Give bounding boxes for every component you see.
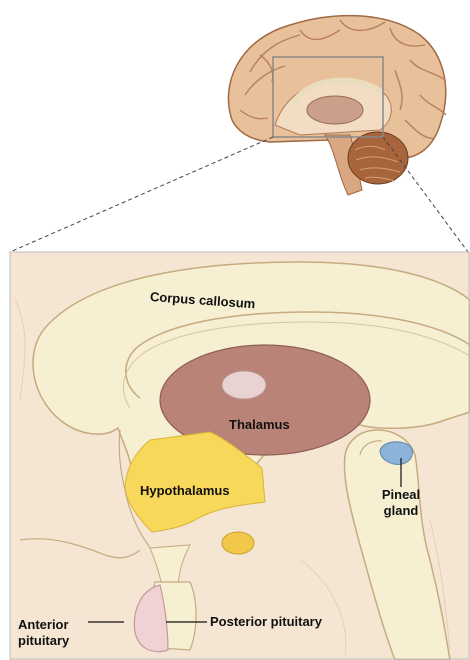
enlarged-section: [10, 252, 470, 660]
label-anterior-line1: Anterior: [18, 617, 69, 633]
label-anterior-pituitary: Anterior pituitary: [18, 617, 69, 649]
mammillary-body: [222, 532, 254, 554]
label-pineal-gland: Pineal gland: [375, 487, 427, 519]
label-pineal-line1: Pineal: [375, 487, 427, 503]
label-thalamus: Thalamus: [229, 417, 290, 433]
thalamus-center: [222, 371, 266, 399]
zoom-guide-right: [383, 137, 468, 252]
label-posterior-pituitary: Posterior pituitary: [210, 614, 322, 630]
label-pineal-line2: gland: [375, 503, 427, 519]
label-hypothalamus: Hypothalamus: [140, 483, 230, 499]
zoom-guide-left: [10, 137, 273, 252]
thumb-thalamus: [307, 96, 363, 124]
cerebellum: [348, 132, 408, 184]
brain-thumbnail: [228, 16, 446, 195]
label-anterior-line2: pituitary: [18, 633, 69, 649]
